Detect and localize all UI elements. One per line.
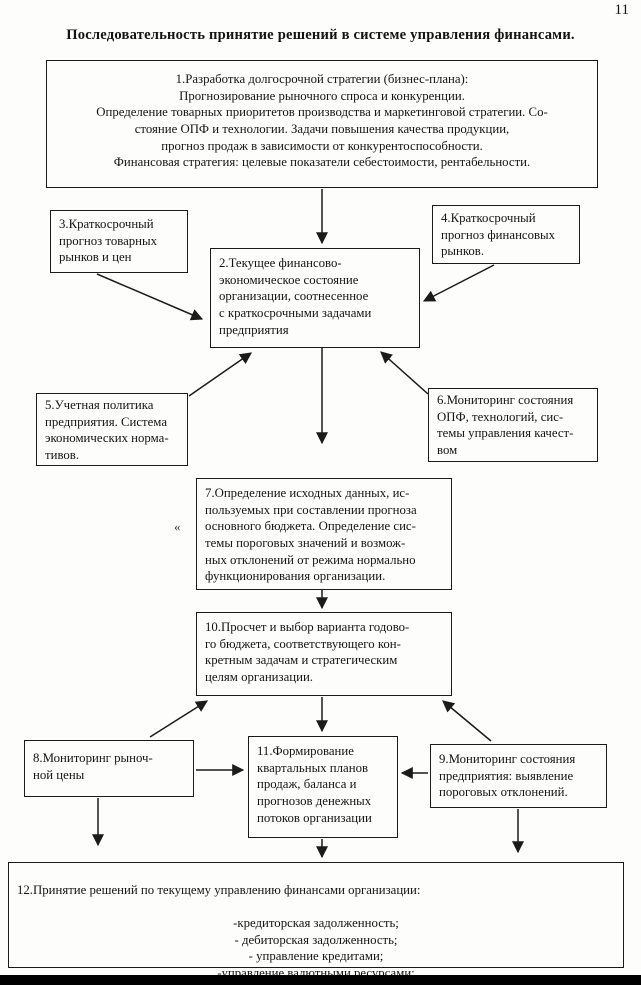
arrow-3-to-2: [96, 273, 204, 321]
arrow-9-to-10: [442, 700, 492, 742]
page-number: 11: [614, 2, 629, 18]
box-7-initial-data: 7.Определение исходных данных, ис- польз…: [196, 478, 452, 590]
box-1-long-term-strategy: 1.Разработка долгосрочной стратегии (биз…: [46, 60, 598, 188]
box-12-decisions: 12.Принятие решений по текущему управлен…: [8, 862, 624, 985]
arrow-8-to-10: [149, 700, 209, 738]
box-10-annual-budget: 10.Просчет и выбор варианта годово- го б…: [196, 612, 452, 696]
box-12-title: 12.Принятие решений по текущему управлен…: [17, 882, 421, 897]
box-11-quarterly-plans: 11.Формирование квартальных планов прода…: [248, 736, 398, 838]
box-8-market-price-monitoring: 8.Мониторинг рыноч- ной цены: [24, 740, 194, 797]
box-5-accounting-policy: 5.Учетная политика предприятия. Система …: [36, 393, 188, 466]
box-2-current-state: 2.Текущее финансово- экономическое состо…: [210, 248, 420, 348]
box-6-monitoring-opf: 6.Мониторинг состояния ОПФ, технологий, …: [428, 388, 598, 462]
scan-artifact: «: [174, 519, 181, 534]
box-3-commodity-forecast: 3.Краткосрочный прогноз товарных рынков …: [50, 210, 188, 273]
box-4-financial-forecast: 4.Краткосрочный прогноз финансовых рынко…: [432, 205, 580, 264]
arrow-5-to-2: [188, 352, 252, 397]
arrow-6-to-2: [380, 351, 429, 395]
arrow-4-to-2: [422, 264, 495, 302]
page-title: Последовательность принятие решений в си…: [66, 27, 575, 43]
box-9-enterprise-monitoring: 9.Мониторинг состояния предприятия: выяв…: [430, 744, 607, 808]
scan-bottom-edge: [0, 975, 641, 985]
